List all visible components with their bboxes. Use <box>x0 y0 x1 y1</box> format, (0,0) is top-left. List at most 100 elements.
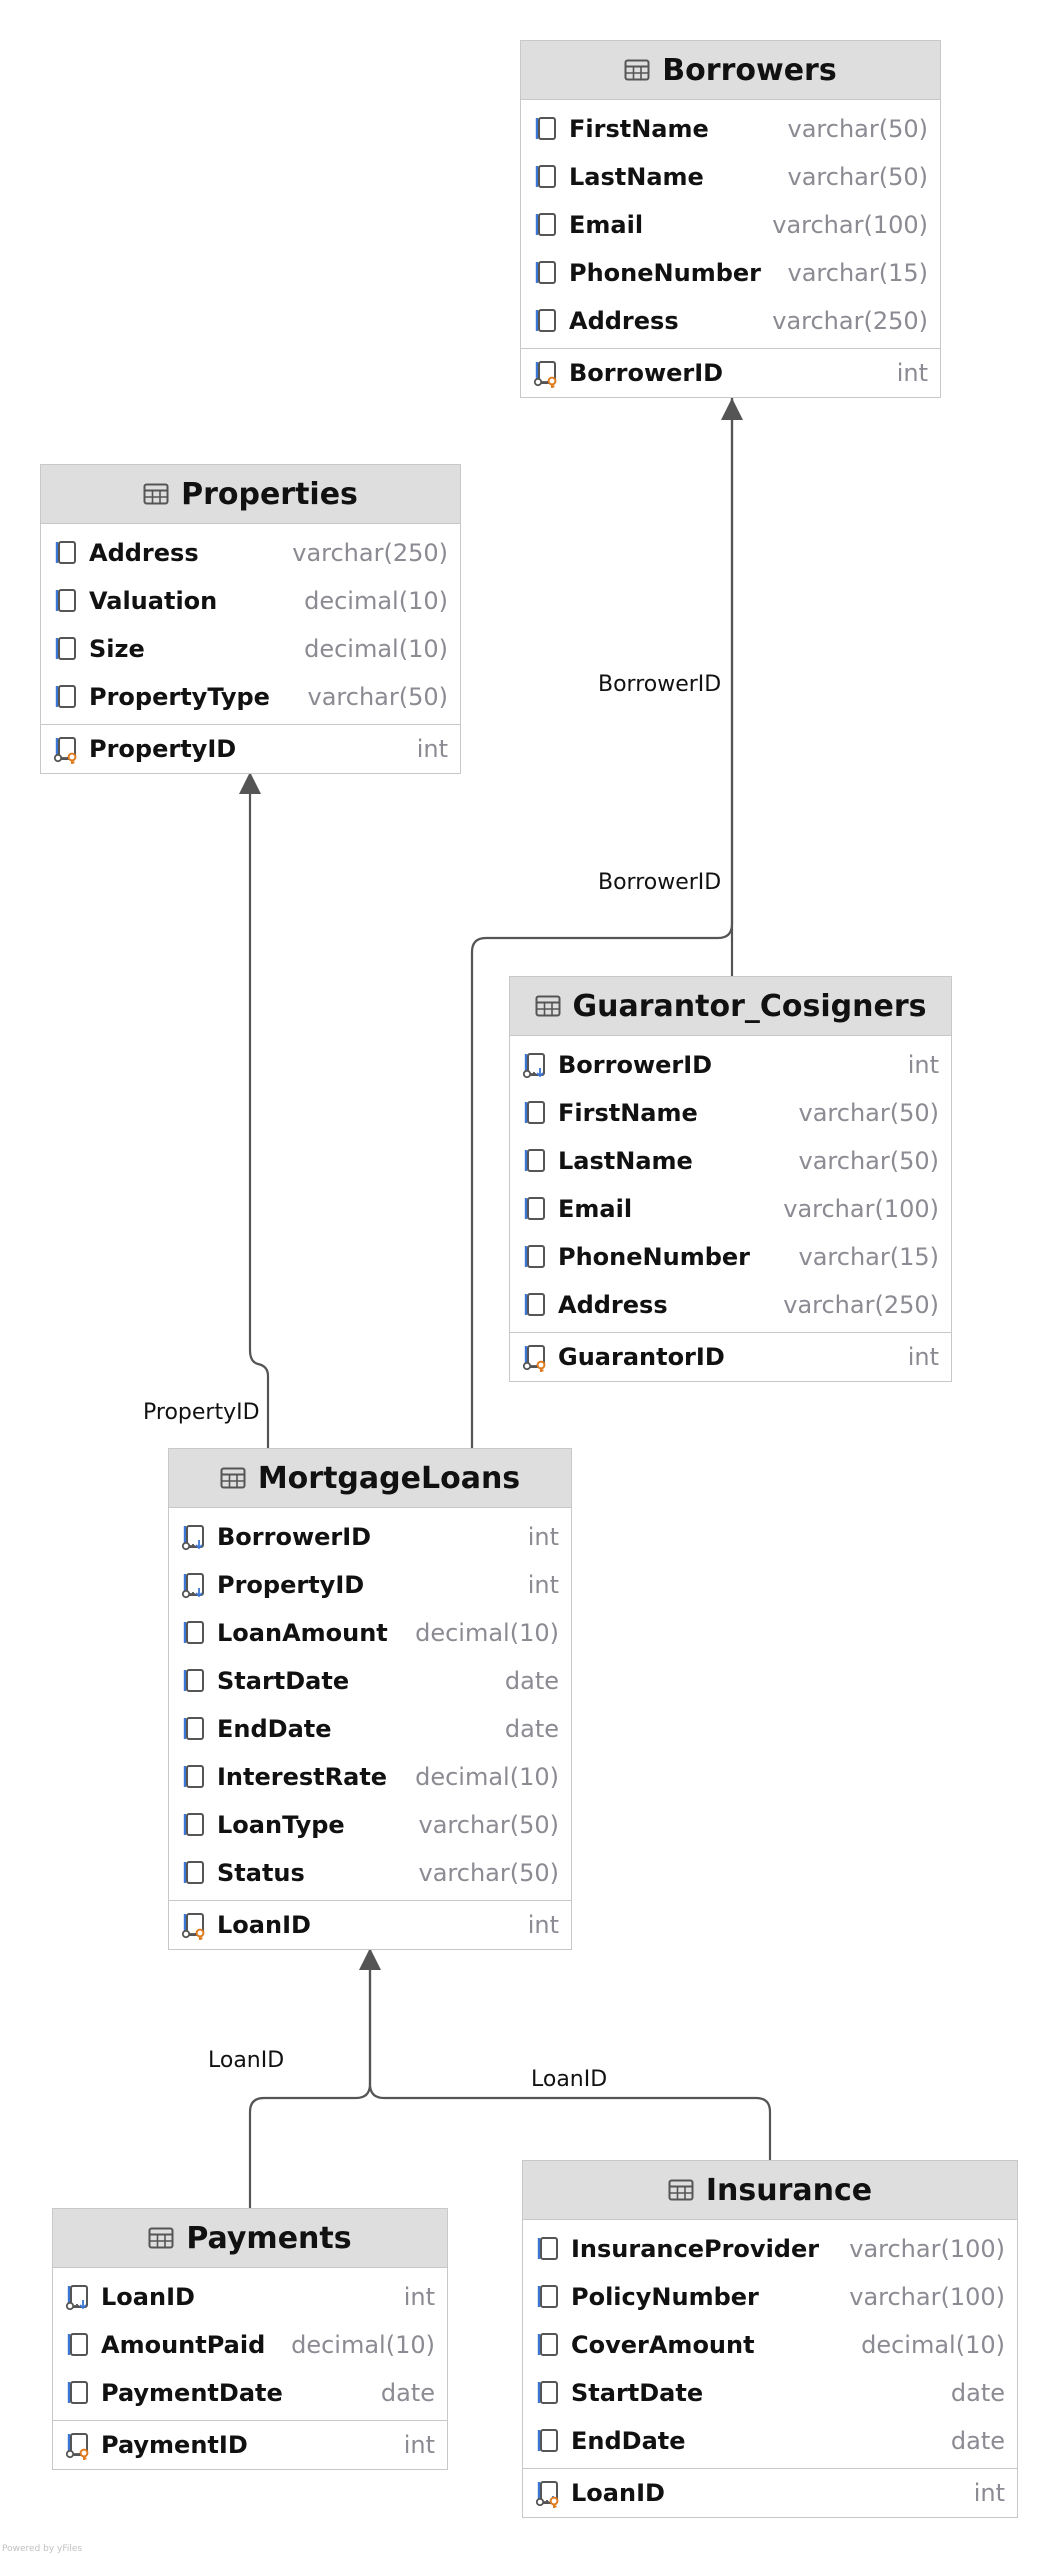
column-name: LastName <box>558 1147 693 1175</box>
column-icon <box>183 1669 204 1692</box>
column-icon <box>55 637 76 660</box>
column-name: BorrowerID <box>558 1051 713 1079</box>
column-icon <box>537 2381 558 2404</box>
table-header[interactable]: Insurance <box>523 2161 1017 2220</box>
column-row[interactable]: LoanID int <box>53 2273 447 2321</box>
column-type: decimal(10) <box>304 635 448 663</box>
column-name: Address <box>569 307 679 335</box>
column-name: EndDate <box>571 2427 686 2455</box>
column-name: PropertyID <box>89 735 237 763</box>
column-type: varchar(100) <box>772 211 928 239</box>
column-name: CoverAmount <box>571 2331 755 2359</box>
column-name: Email <box>558 1195 633 1223</box>
edge-label-loanid-1: LoanID <box>208 2048 285 2073</box>
column-icon <box>537 2333 558 2356</box>
column-name: PaymentDate <box>101 2379 283 2407</box>
table-header[interactable]: Guarantor_Cosigners <box>510 977 951 1036</box>
column-type: varchar(100) <box>849 2235 1005 2263</box>
column-type: varchar(15) <box>798 1243 940 1271</box>
edge-label-propertyid: PropertyID <box>143 1400 260 1425</box>
primary-foreign-key-icon <box>535 2481 559 2508</box>
column-name: StartDate <box>571 2379 704 2407</box>
footer-credit: Powered by yFiles <box>2 2544 83 2554</box>
column-name: PaymentID <box>101 2431 248 2459</box>
column-icon <box>55 589 76 612</box>
column-name: StartDate <box>217 1667 350 1695</box>
edge-mortgage-borrowers <box>470 398 734 1448</box>
arrowhead-borrowers <box>721 398 743 420</box>
edge-insurance-mortgage <box>368 1948 772 2160</box>
table-name: Payments <box>186 2220 352 2256</box>
column-type: int <box>403 2283 435 2311</box>
table-header[interactable]: Borrowers <box>521 41 940 100</box>
table-header[interactable]: Properties <box>41 465 460 524</box>
foreign-key-icon <box>65 2285 88 2311</box>
column-icon <box>535 117 556 140</box>
primary-key-icon <box>533 361 557 388</box>
column-type: int <box>527 1523 559 1551</box>
column-type: varchar(250) <box>783 1291 939 1319</box>
column-type: varchar(50) <box>787 115 929 143</box>
primary-key-icon <box>522 1345 546 1372</box>
table-header[interactable]: MortgageLoans <box>169 1449 571 1508</box>
column-name: PhoneNumber <box>558 1243 750 1271</box>
column-icon <box>524 1197 545 1220</box>
column-icon <box>67 2333 88 2356</box>
edge-mortgage-properties <box>248 772 270 1448</box>
column-type: varchar(250) <box>292 539 448 567</box>
column-name: LoanID <box>571 2479 665 2507</box>
column-row[interactable]: PhoneNumber varchar(15) <box>510 1233 951 1281</box>
column-type: int <box>896 359 928 387</box>
column-name: LoanID <box>101 2283 195 2311</box>
primary-key-icon <box>65 2433 89 2460</box>
column-name: LoanID <box>217 1911 311 1939</box>
table-header[interactable]: Payments <box>53 2209 447 2268</box>
column-name: EndDate <box>217 1715 332 1743</box>
table-name: MortgageLoans <box>257 1460 521 1496</box>
column-icon <box>183 1765 204 1788</box>
column-name: PhoneNumber <box>569 259 761 287</box>
